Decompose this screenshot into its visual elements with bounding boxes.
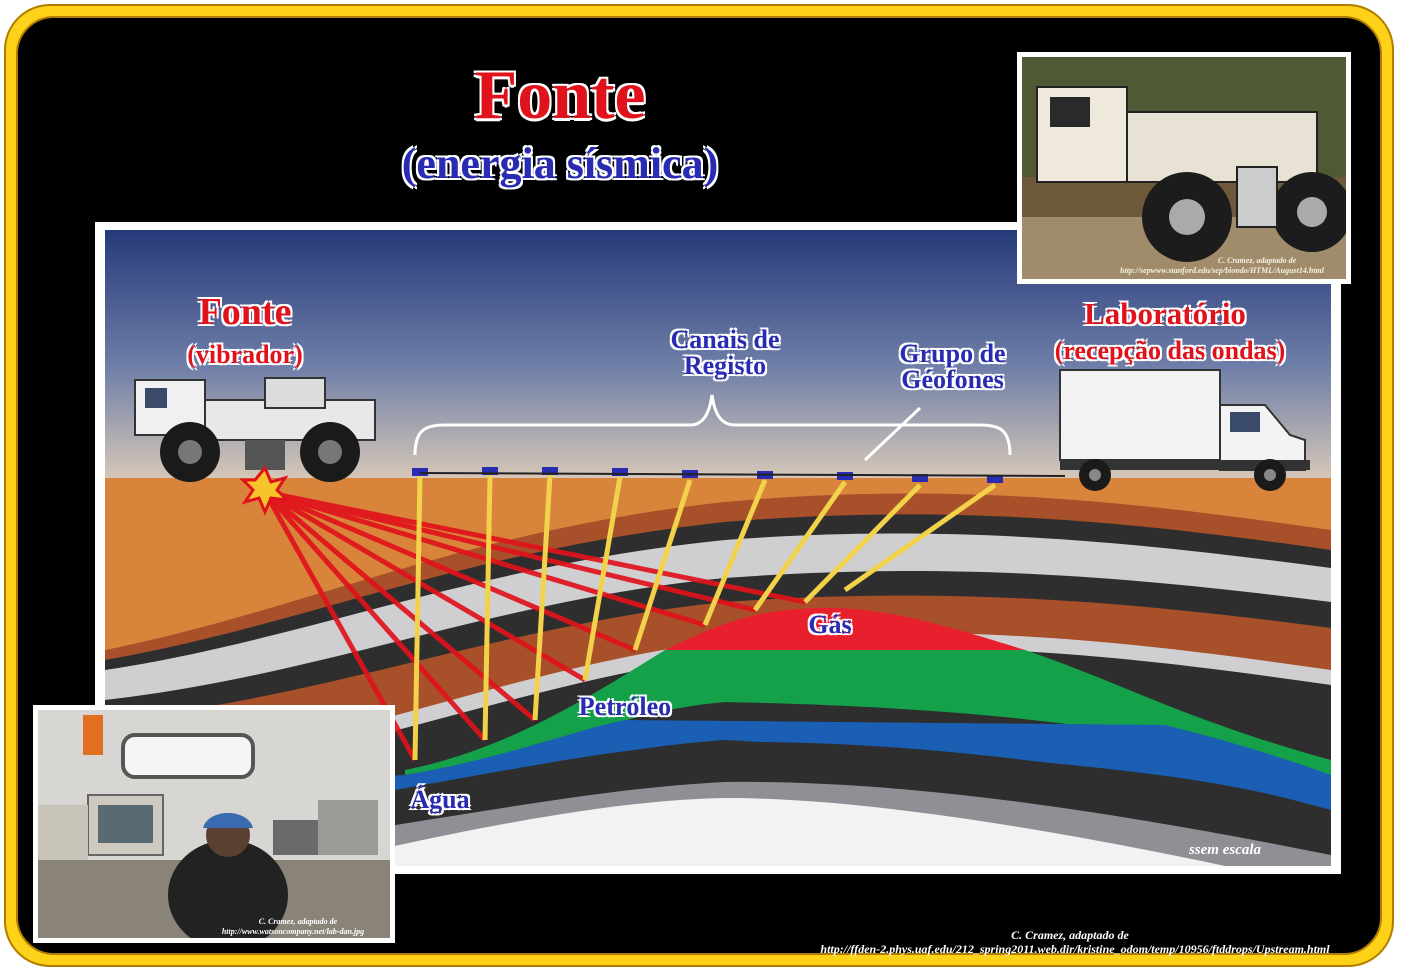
vibrator-truck	[134, 377, 376, 482]
vibrator-label: (vibrador)	[187, 340, 303, 369]
geophones-label-line2: Géofones	[901, 365, 1004, 394]
geophone-pointer	[863, 406, 922, 462]
lab-photo: C. Cramez, adaptado de http://www.watson…	[33, 705, 395, 943]
geophone	[412, 468, 428, 476]
geophone	[987, 475, 1003, 483]
source-label: Fonte	[198, 291, 292, 333]
geophones-label-line1: Grupo de	[899, 339, 1006, 368]
gas-zone	[665, 608, 1025, 650]
source-burst	[239, 465, 292, 516]
geophone	[542, 467, 558, 475]
channels-brace	[413, 394, 1012, 456]
page-title: Fonte	[474, 57, 646, 134]
rock-layer-white-core	[305, 798, 1225, 866]
vibrator-truck-photo-image	[1022, 57, 1346, 279]
water-label: Água	[410, 785, 470, 814]
incident-rays	[262, 489, 806, 762]
reflected-rays	[412, 474, 997, 761]
oil-zone	[405, 650, 1331, 775]
gas-label: Gás	[808, 610, 852, 639]
vibrator-truck-photo: C. Cramez, adaptado de http://sepwww.sta…	[1017, 52, 1351, 284]
geophone	[482, 467, 498, 475]
laboratory-label: Laboratório	[1084, 296, 1246, 331]
water-zone	[105, 720, 1331, 830]
geophone	[837, 472, 853, 480]
main-credit-line1: C. Cramez, adaptado de	[1011, 928, 1129, 942]
geophone	[912, 474, 928, 482]
recording-cable	[419, 472, 1066, 477]
lab-photo-credit-1: C. Cramez, adaptado de	[258, 917, 338, 926]
oil-label: Petróleo	[578, 692, 672, 721]
geophone	[612, 468, 628, 476]
lab-photo-image	[38, 710, 390, 938]
page-subtitle: (energia sísmica)	[401, 139, 719, 188]
channels-label-line2: Registo	[683, 351, 767, 380]
lab-photo-credit-2: http://www.watsoncompany.net/lab-dan.jpg	[221, 927, 365, 936]
truck-photo-credit-1: C. Cramez, adaptado de	[1217, 256, 1297, 265]
reception-label: (recepção das ondas)	[1054, 336, 1286, 365]
channels-label-line1: Canais de	[670, 325, 780, 354]
recording-truck	[1059, 369, 1310, 491]
main-credit-line2: http://ffden-2.phys.uaf.edu/212_spring20…	[820, 942, 1330, 956]
scale-note: ssem escala	[1188, 842, 1262, 858]
truck-photo-credit-2: http://sepwww.stanford.edu/sep/biondo/HT…	[1120, 266, 1324, 275]
